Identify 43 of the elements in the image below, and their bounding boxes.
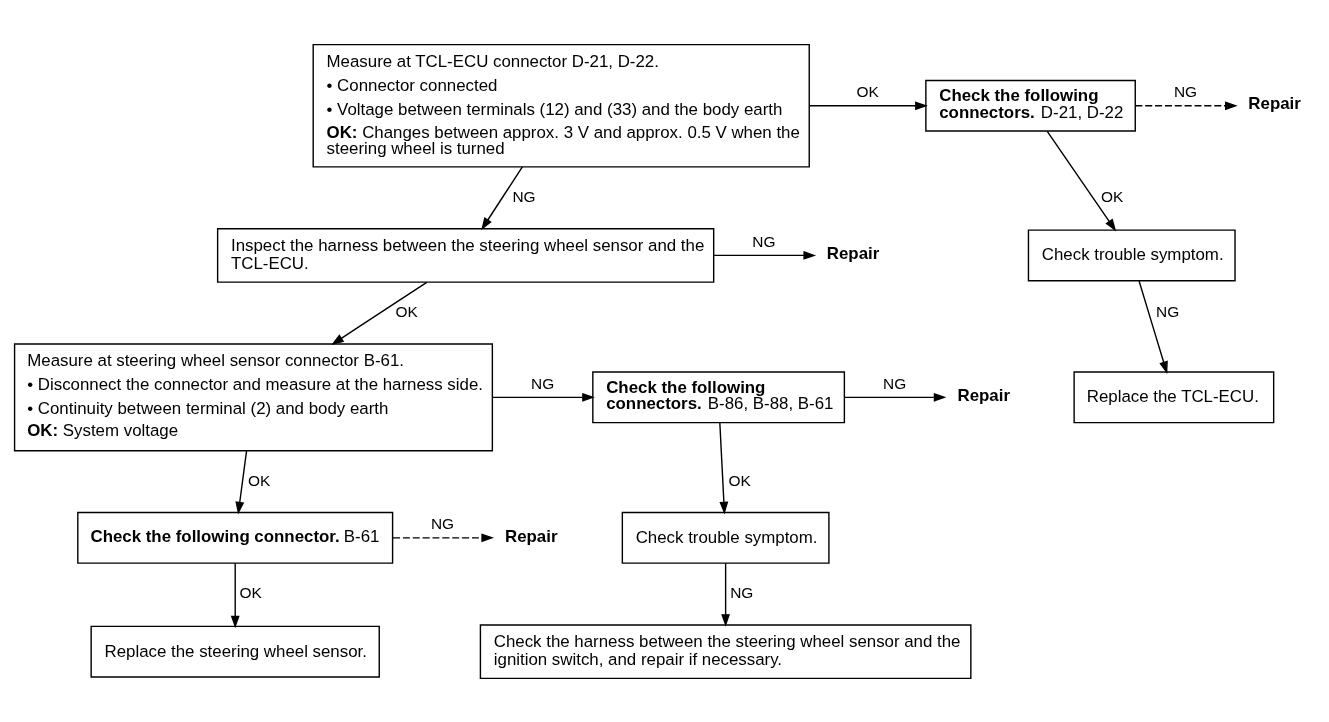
node-box: Inspect the harness between the steering wheel sensor and the TCL-ECU. xyxy=(216,227,715,283)
arrow xyxy=(331,281,428,345)
edge-label: OK xyxy=(1100,187,1124,205)
arrow xyxy=(808,100,928,110)
edge-label: NG xyxy=(730,583,754,601)
node-box: Check the following connector. B-61 xyxy=(77,511,394,564)
arrow xyxy=(1046,130,1117,231)
edge-label: NG xyxy=(1155,302,1180,320)
edge-label: OK xyxy=(247,471,271,489)
node-text: Repair xyxy=(1248,93,1301,113)
arrow xyxy=(713,250,817,260)
arrow xyxy=(1138,279,1168,374)
node-text: Repair xyxy=(505,526,558,546)
node-text: Repair xyxy=(826,243,880,263)
node-box: Measure at steering wheel sensor connector B-61. • Disconnect the connector and measure at the harness side. • Continuity between terminal (2) and body earth OK: System voltage xyxy=(13,342,494,451)
edge-label: OK xyxy=(728,471,751,489)
arrow xyxy=(843,392,947,402)
edge-label: NG xyxy=(752,232,776,250)
edge-label: NG xyxy=(531,374,555,392)
node-box: Replace the steering wheel sensor. xyxy=(90,625,380,678)
arrow xyxy=(1134,100,1238,110)
arrow xyxy=(230,562,240,628)
arrow xyxy=(481,165,524,230)
node-box: Check the harness between the steering wheel sensor and the ignition switch, and repair if necessary. xyxy=(479,623,972,679)
arrow xyxy=(721,562,731,627)
edge-label: NG xyxy=(1173,82,1198,100)
node-box: Replace the TCL-ECU. xyxy=(1073,370,1275,423)
node-box: Check the following connectors. D-21, D-22 xyxy=(925,79,1136,132)
edge-label: OK xyxy=(239,583,262,601)
node-box: Check trouble symptom. xyxy=(621,511,830,564)
arrow xyxy=(235,449,248,515)
arrow xyxy=(719,421,729,514)
arrow xyxy=(392,532,495,542)
edge-label: OK xyxy=(856,82,879,100)
edge-label: NG xyxy=(430,514,455,532)
node-text: Repair xyxy=(957,385,1010,405)
node-box: Check the following connectors. B-86, B-88, B-61 xyxy=(592,370,846,423)
edge-label: NG xyxy=(883,374,907,392)
edge-label: OK xyxy=(395,302,418,320)
arrow xyxy=(492,392,595,402)
node-box: Measure at TCL-ECU connector D-21, D-22. • Connector connected • Voltage between terminals (12) and (33) and the body earth OK: Changes between approx. 3 V and approx. 0.5 V when the steering wheel is turned xyxy=(312,43,810,168)
edge-label: NG xyxy=(512,187,536,205)
node-box: Check trouble symptom. xyxy=(1027,228,1236,281)
